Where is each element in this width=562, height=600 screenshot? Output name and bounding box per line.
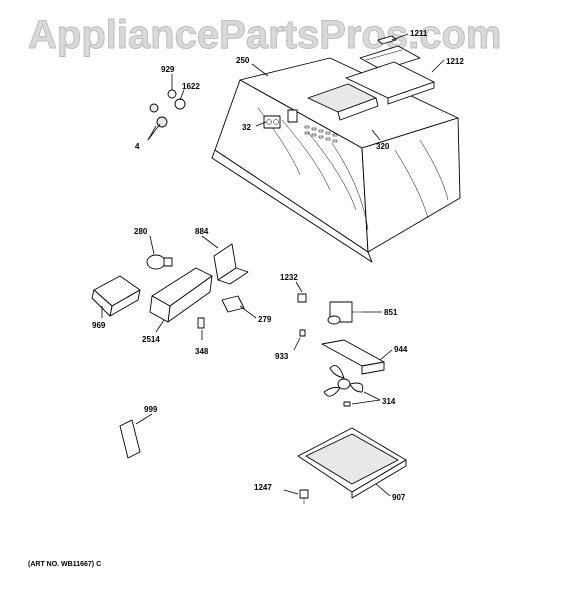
label-929: 929 (161, 65, 175, 74)
light-socket-assembly (149, 89, 186, 128)
label-969: 969 (92, 321, 106, 330)
part-1232 (297, 293, 307, 303)
label-884: 884 (195, 227, 209, 236)
damper-1211 (359, 35, 421, 71)
label-851: 851 (384, 308, 398, 317)
label-1212: 1212 (446, 57, 464, 66)
part-933 (299, 329, 306, 337)
lamp-shield-969 (91, 275, 141, 317)
label-348: 348 (195, 347, 209, 356)
label-250: 250 (236, 56, 250, 65)
hood-body-250 (211, 57, 461, 263)
label-1232: 1232 (280, 273, 298, 282)
label-1247: 1247 (254, 483, 272, 492)
part-labels: 1211 1212 250 929 1622 4 32 320 280 884 … (92, 29, 464, 502)
switch-279 (221, 295, 245, 313)
grease-filter-999 (119, 419, 141, 459)
label-944: 944 (394, 345, 408, 354)
label-2514: 2514 (142, 335, 160, 344)
label-999: 999 (144, 405, 158, 414)
label-320: 320 (376, 142, 390, 151)
label-280: 280 (134, 227, 148, 236)
label-907: 907 (392, 493, 406, 502)
bracket-884 (213, 243, 249, 285)
label-1622: 1622 (182, 82, 200, 91)
duct-cover-1212 (345, 61, 435, 105)
motor-851 (327, 301, 362, 325)
label-1211: 1211 (410, 29, 428, 38)
lamp-housing-2514 (149, 267, 213, 323)
screw-1247 (299, 489, 309, 504)
label-279: 279 (258, 315, 272, 324)
label-32: 32 (242, 123, 251, 132)
fan-blade-314 (323, 365, 364, 407)
vent-slots (304, 125, 338, 143)
motor-bracket-944 (321, 339, 385, 375)
label-933: 933 (275, 352, 289, 361)
label-314: 314 (382, 397, 396, 406)
art-number: (ART NO. WB11667) C (28, 561, 101, 568)
leader-lines (101, 33, 445, 497)
label-4: 4 (135, 142, 140, 151)
watermark-text: AppliancePartsPros.com (28, 13, 502, 57)
bulb-280 (146, 254, 173, 270)
clip-348 (197, 317, 205, 329)
filter-907 (297, 427, 407, 499)
